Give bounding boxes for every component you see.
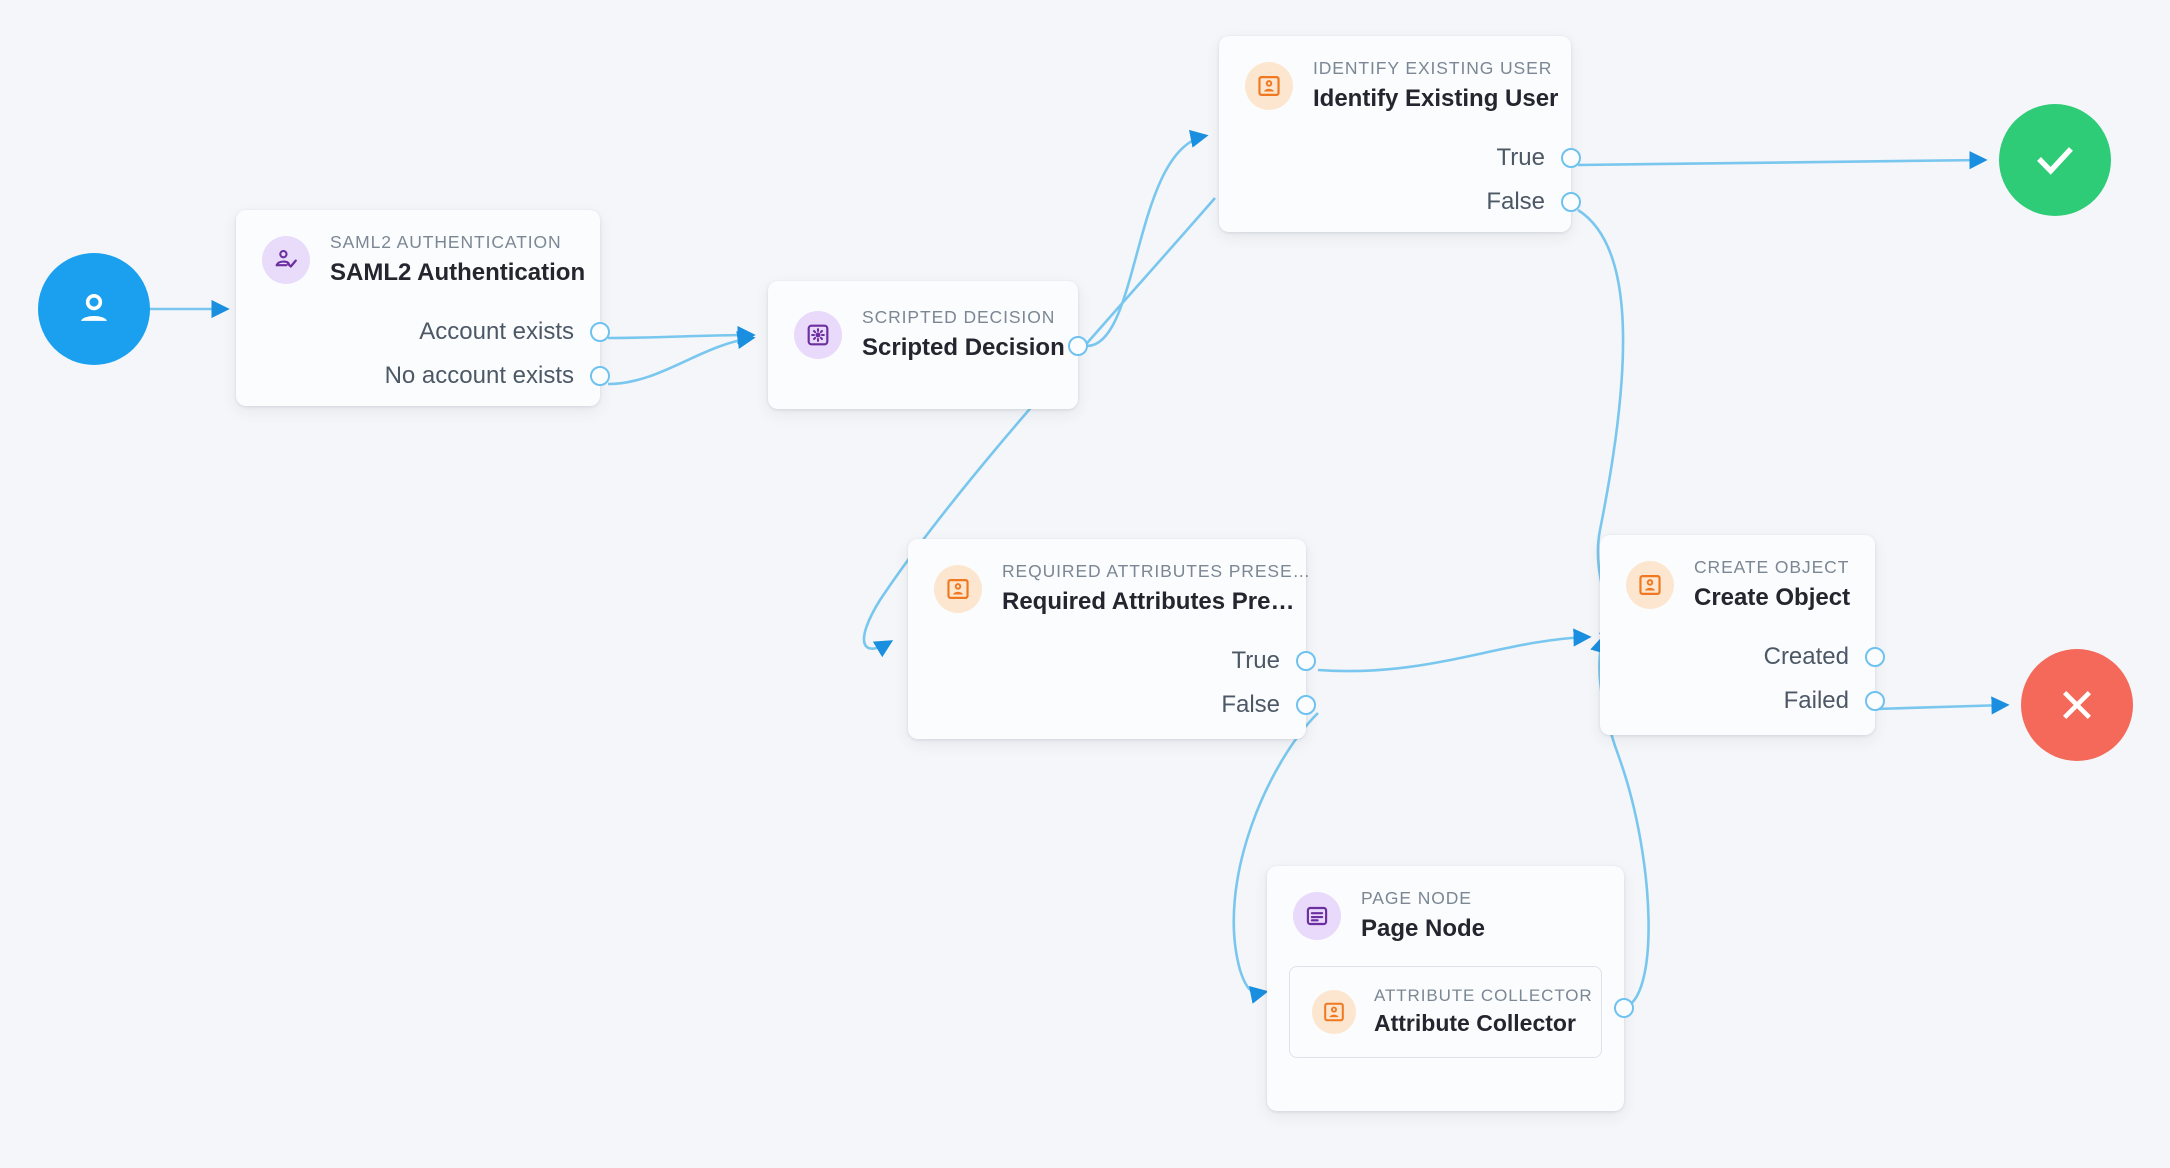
port-account-exists[interactable]: Account exists (236, 310, 610, 354)
node-required-attributes-present[interactable]: REQUIRED ATTRIBUTES PRESE… Required Attr… (908, 539, 1316, 739)
node-type-label: ATTRIBUTE COLLECTOR (1374, 986, 1593, 1006)
node-title: Identify Existing User (1313, 84, 1559, 112)
port-connector-dot[interactable] (1865, 647, 1885, 668)
port-label: Account exists (419, 318, 574, 346)
port-connector-dot[interactable] (1561, 148, 1581, 169)
identity-card-icon (934, 565, 982, 614)
close-icon (2063, 691, 2091, 719)
port-connector-dot[interactable] (1068, 336, 1088, 356)
node-title: SAML2 Authentication (330, 258, 586, 286)
edge-scripted-to-identify (1086, 129, 1209, 348)
node-header: REQUIRED ATTRIBUTES PRESE… Required Attr… (908, 539, 1311, 633)
identity-card-icon (1245, 62, 1293, 111)
node-scripted-decision[interactable]: SCRIPTED DECISION Scripted Decision (768, 281, 1088, 638)
node-header: IDENTIFY EXISTING USER Identify Existing… (1219, 36, 1571, 130)
port-connector-dot[interactable] (1296, 651, 1316, 672)
failure-node[interactable] (2021, 649, 2133, 761)
node-identify-existing-user[interactable]: IDENTIFY EXISTING USER Identify Existing… (1219, 36, 1581, 232)
user-icon (80, 293, 108, 321)
node-title: Page Node (1361, 914, 1486, 942)
node-header: SAML2 AUTHENTICATION SAML2 Authenticatio… (236, 210, 600, 304)
page-form-icon (1293, 892, 1341, 941)
port-connector-dot[interactable] (590, 366, 610, 387)
node-type-label: IDENTIFY EXISTING USER (1313, 58, 1553, 78)
node-ports: Created Failed (1600, 629, 1885, 739)
port-false[interactable]: False (1219, 180, 1581, 224)
port-connector-dot[interactable] (590, 322, 610, 343)
script-gear-icon (794, 311, 842, 360)
check-icon (2037, 147, 2073, 175)
node-type-label: REQUIRED ATTRIBUTES PRESE… (1002, 561, 1311, 581)
edge-required-true-to-create (1317, 628, 1592, 673)
edge-saml2-account-exists-to-scripted (607, 325, 756, 345)
port-connector-dot[interactable] (1296, 695, 1316, 716)
node-header: SCRIPTED DECISION Scripted Decision (768, 281, 1078, 379)
node-title: Attribute Collector (1374, 1010, 1576, 1037)
node-header: PAGE NODE Page Node (1267, 866, 1624, 960)
node-saml2-authentication[interactable]: SAML2 AUTHENTICATION SAML2 Authenticatio… (236, 210, 610, 406)
port-connector-dot-page-out[interactable] (1614, 998, 1634, 1018)
node-title: Create Object (1694, 583, 1851, 611)
edge-identify-true-to-success (1577, 151, 1988, 170)
node-type-label: SAML2 AUTHENTICATION (330, 232, 562, 252)
node-page-node[interactable]: PAGE NODE Page Node ATTRIBUTE COLLECTOR … (1267, 866, 1634, 1111)
port-label: True (1496, 144, 1545, 172)
port-no-account-exists[interactable]: No account exists (236, 354, 610, 398)
port-label: Failed (1783, 687, 1849, 715)
node-ports: True False (908, 633, 1316, 743)
node-ports: Account exists No account exists (236, 304, 610, 414)
port-created[interactable]: Created (1600, 635, 1885, 679)
node-type-label: PAGE NODE (1361, 888, 1472, 908)
port-connector-dot[interactable] (1865, 691, 1885, 712)
node-title: Required Attributes Pre… (1002, 587, 1295, 615)
node-create-object[interactable]: CREATE OBJECT Create Object Created Fail… (1600, 535, 1885, 735)
port-label: True (1231, 647, 1280, 675)
port-true[interactable]: True (1219, 136, 1581, 180)
edge-saml2-no-account-to-scripted (607, 330, 756, 386)
port-false[interactable]: False (908, 683, 1316, 727)
port-failed[interactable]: Failed (1600, 679, 1885, 723)
node-attribute-collector[interactable]: ATTRIBUTE COLLECTOR Attribute Collector (1289, 966, 1602, 1059)
port-label: No account exists (384, 362, 574, 390)
node-header: CREATE OBJECT Create Object (1600, 535, 1875, 629)
node-ports: True False (1219, 130, 1581, 240)
port-label: False (1221, 691, 1280, 719)
identity-card-icon (1312, 990, 1356, 1035)
edge-create-failed-to-failure (1874, 696, 2010, 715)
port-true[interactable]: True (908, 639, 1316, 683)
node-header: ATTRIBUTE COLLECTOR Attribute Collector (1290, 967, 1601, 1057)
start-node[interactable] (38, 253, 150, 365)
node-type-label: SCRIPTED DECISION (862, 307, 1056, 327)
user-check-icon (262, 236, 310, 285)
node-title: Scripted Decision (862, 333, 1065, 361)
port-label: False (1486, 188, 1545, 216)
identity-card-icon (1626, 561, 1674, 610)
success-node[interactable] (1999, 104, 2111, 216)
port-connector-dot[interactable] (1561, 192, 1581, 213)
port-label: Created (1763, 643, 1849, 671)
node-type-label: CREATE OBJECT (1694, 557, 1850, 577)
